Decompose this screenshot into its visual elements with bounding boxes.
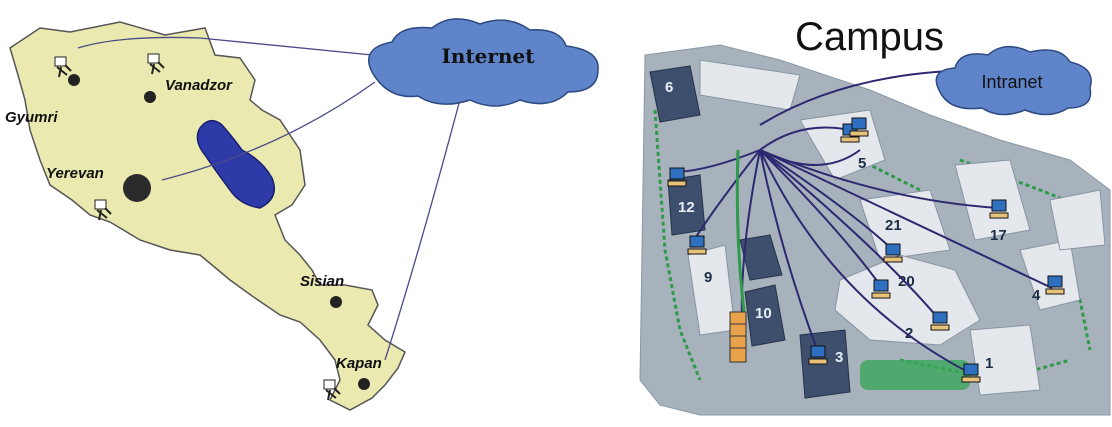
building-label-3: 3: [835, 349, 843, 366]
building-label-10: 10: [755, 305, 772, 322]
computer-icon-vanadzor: [147, 53, 165, 75]
internet-links: [77, 36, 463, 361]
link-yerevan: [161, 81, 376, 181]
building-4: [1019, 239, 1081, 311]
city-dot-vanadzor: [144, 91, 156, 103]
computer-icons: [667, 117, 1065, 383]
computer-icon: [871, 279, 891, 299]
city-dot-sisian: [330, 296, 342, 308]
intranet-links: [677, 69, 1053, 373]
computer-icon: [1045, 275, 1065, 295]
building-label-6: 6: [665, 79, 673, 96]
building-6: [649, 65, 701, 123]
computer-icon: [808, 345, 828, 365]
building-1: [969, 324, 1041, 396]
building-label-17: 17: [990, 227, 1007, 244]
city-dot-kapan: [358, 378, 370, 390]
building-right: [1049, 189, 1106, 251]
building-label-12: 12: [678, 199, 695, 216]
building-label-21: 21: [885, 217, 902, 234]
city-label-yerevan: Yerevan: [46, 165, 104, 182]
link-kapan: [384, 91, 463, 361]
city-label-kapan: Kapan: [336, 355, 382, 372]
computer-icon: [961, 363, 981, 383]
lake-sevan: [196, 119, 275, 209]
computer-icon: [883, 243, 903, 263]
building-label-1: 1: [985, 355, 993, 372]
computer-icon-gyumri: [54, 56, 72, 78]
city-dot-yerevan: [123, 174, 151, 202]
building-label-2: 2: [905, 325, 913, 342]
building-12: [667, 174, 706, 236]
building-label-9: 9: [704, 269, 712, 286]
computer-icon: [989, 199, 1009, 219]
city-dot-gyumri: [68, 74, 80, 86]
computer-icon: [687, 235, 707, 255]
internet-label: Internet: [442, 44, 536, 68]
internet-cloud[interactable]: [368, 18, 599, 107]
computer-icon: [667, 167, 687, 187]
computer-icon-yerevan: [94, 199, 112, 221]
intranet-cloud[interactable]: [935, 46, 1092, 116]
city-label-gyumri: Gyumri: [5, 109, 58, 126]
building-mid: [739, 234, 783, 281]
computer-icon-kapan: [323, 379, 341, 401]
intranet-label: Intranet: [981, 72, 1042, 92]
computer-icon: [930, 311, 950, 331]
green-lawn: [860, 360, 970, 390]
campus-map-panel: 6 5 12 21 17 9 20 4 10 2 3 1: [639, 15, 1111, 416]
city-label-vanadzor: Vanadzor: [165, 77, 233, 94]
building-label-5: 5: [858, 155, 866, 172]
building-top: [699, 59, 801, 111]
armenia-territory: [9, 21, 406, 411]
server-rack-icon: [729, 311, 747, 363]
armenia-map-panel: Internet Gyumri Vanadzor Yerevan Sisian …: [5, 18, 599, 411]
computer-icon: [849, 117, 869, 137]
city-label-sisian: Sisian: [300, 273, 344, 290]
building-10: [744, 284, 786, 347]
link-gyumri: [77, 36, 373, 56]
campus-title: Campus: [795, 15, 944, 59]
building-label-4: 4: [1032, 287, 1041, 304]
green-link: [735, 149, 747, 321]
building-label-20: 20: [898, 273, 915, 290]
